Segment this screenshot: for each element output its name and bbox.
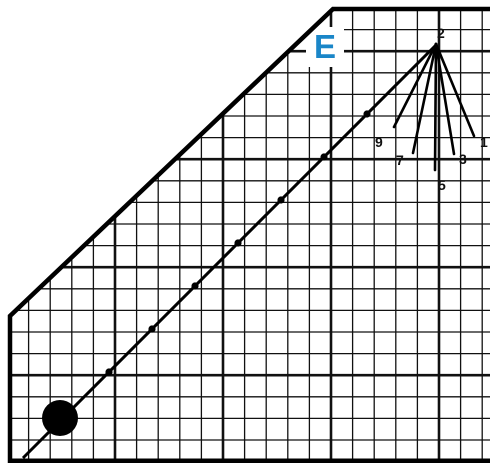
section-letter: E [314,28,336,65]
diagonal-dot [191,282,199,290]
fan-line [433,42,438,172]
pivot-hole-marker [42,400,78,436]
diagonal-dot [320,153,328,161]
line-label-7: 7 [396,152,404,168]
fan-line [411,42,438,155]
line-label-3: 3 [459,151,467,167]
fan-line [434,42,476,138]
line-label-9: 9 [375,134,383,150]
line-label-1: 1 [480,134,488,150]
diagonal-dot [277,196,285,204]
letter-backdrop [306,27,344,67]
line-label-5: 5 [438,177,446,193]
diagonal-dot [148,325,156,333]
fan-line [392,42,438,129]
line-label-2: 2 [437,25,445,41]
diagonal-dot [363,110,371,118]
diagonal-dot [234,239,242,247]
diagonal-dot [105,368,113,376]
fan-lines [392,42,476,172]
fan-line [434,42,456,156]
template-outline [7,6,490,463]
